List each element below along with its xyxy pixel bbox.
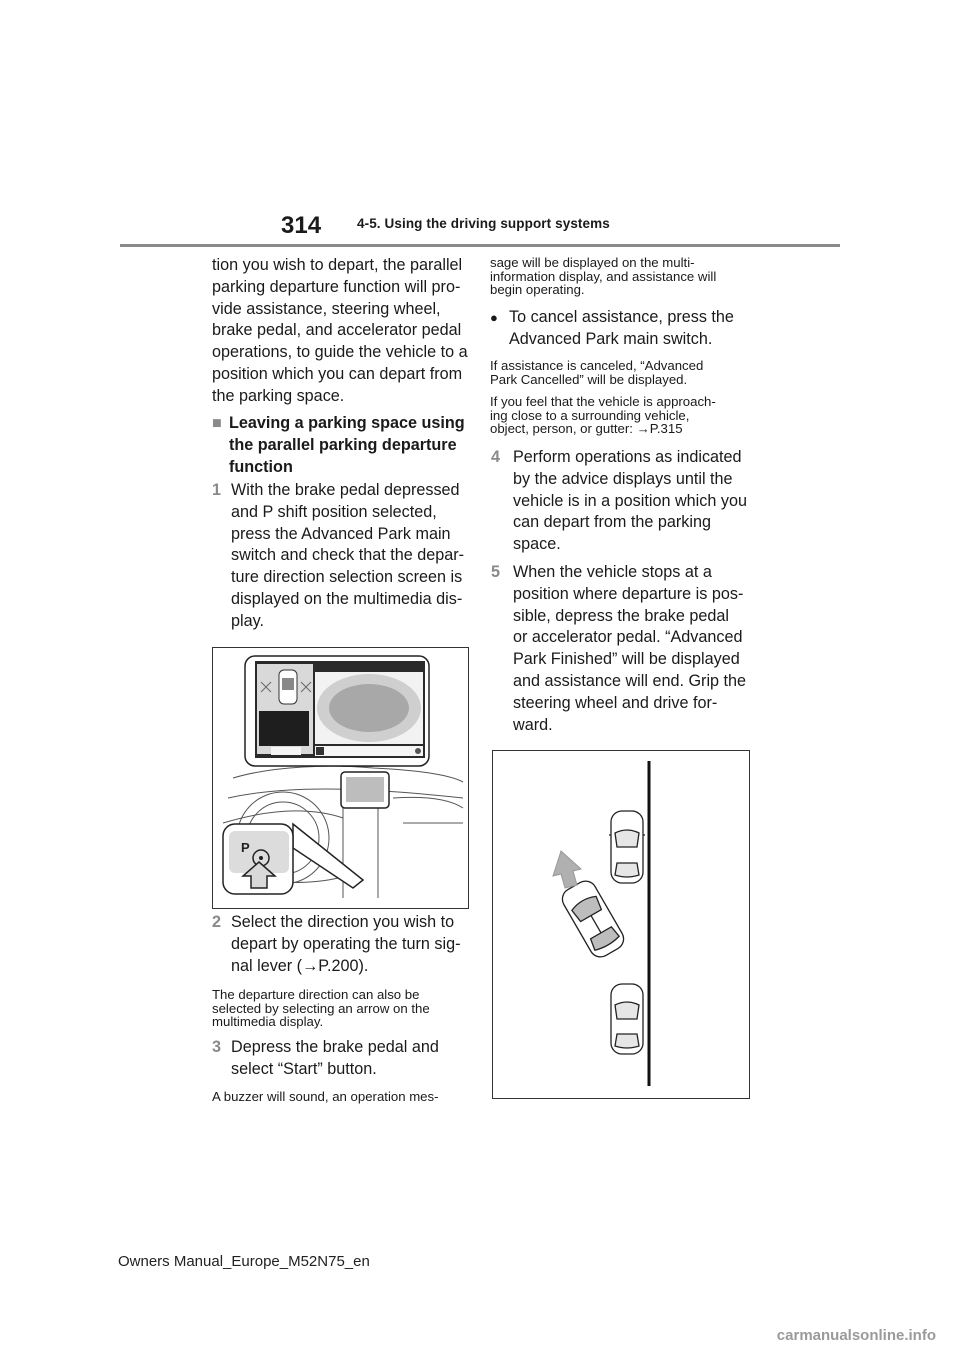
text-line: sage will be displayed on the multi- [490,255,695,270]
text-line: by the advice displays until the [513,469,733,488]
bullet-marker: ● [490,310,498,325]
text-line: operations, to guide the vehicle to a [212,343,468,362]
manual-id-footer: Owners Manual_Europe_M52N75_en [118,1253,370,1270]
step-3: 3 Depress the brake pedal and select “St… [212,1037,482,1081]
text-line: position where departure is pos- [513,584,744,603]
page-number: 314 [281,212,322,239]
watermark: carmanualsonline.info [776,1327,936,1344]
text-line: The departure direction can also be [212,987,420,1002]
section-title: 4-5. Using the driving support systems [357,216,610,231]
departing-car [561,880,625,958]
text-line: sible, depress the brake pedal [513,606,729,625]
step-5: 5 When the vehicle stops at a position w… [491,562,761,736]
text-line: Advanced Park main switch. [509,329,713,348]
text-line: switch and check that the depar- [231,546,465,565]
parked-car-front [609,810,645,884]
departure-illustration [552,761,651,1086]
subheading-marker: ■ [212,414,222,432]
text-line: space. [513,535,561,554]
dashboard-figure: P [212,647,469,909]
text-line: tion you wish to depart, the parallel [212,256,463,274]
subheading: ■ Leaving a parking space using the para… [212,413,482,478]
text-line: press the Advanced Park main [231,524,451,543]
text-line: displayed on the multimedia dis- [231,589,463,608]
text-line: steering wheel and drive for- [513,693,718,712]
text-line: multimedia display. [212,1014,324,1030]
intro-paragraph: tion you wish to depart, the parallel pa… [212,255,474,408]
switch-p-label: P [241,840,250,855]
text-line: If you feel that the vehicle is approach… [490,394,716,409]
text-line: and P shift position selected, [231,502,437,521]
text-line: and assistance will end. Grip the [513,671,747,690]
text-line: vide assistance, steering wheel, [212,299,441,318]
text-line: Leaving a parking space using [229,414,465,432]
step-number: 1 [212,481,222,499]
step-2: 2 Select the direction you wish to depar… [212,912,482,977]
parked-car-rear [610,983,644,1055]
note-buzzer-continued: sage will be displayed on the multi- inf… [490,256,760,297]
text-line: With the brake pedal depressed [231,481,460,499]
note-departure-direction: The departure direction can also be sele… [212,988,482,1029]
text-line: selected by selecting an arrow on the [212,1000,430,1016]
text-line: ward. [513,715,553,734]
text-line: the parallel parking departure [229,435,457,454]
text-line: the parking space. [212,386,345,405]
step-number: 2 [212,913,222,931]
text-line: When the vehicle stops at a [513,563,712,581]
text-line: begin operating. [490,282,585,298]
text-line: A buzzer will sound, an operation mes- [212,1089,439,1104]
page-reference[interactable]: object, person, or gutter: →P.315 [490,421,683,437]
note-cancelled: If assistance is canceled, “Advanced Par… [490,359,760,386]
text-line: function [229,457,293,476]
step-number: 3 [212,1038,222,1056]
text-line: or accelerator pedal. “Advanced [513,628,743,647]
text-line: play. [231,611,264,630]
page-reference[interactable]: nal lever (→P.200). [231,956,369,975]
text-line: ing close to a surrounding vehicle, [490,407,690,423]
step-number: 5 [491,563,501,581]
text-line: parking departure function will pro- [212,277,461,296]
step-1: 1 With the brake pedal depressed and P s… [212,480,482,633]
note-buzzer: A buzzer will sound, an operation mes- [212,1090,482,1104]
step-4: 4 Perform operations as indicated by the… [491,447,761,556]
text-line: Park Cancelled” will be displayed. [490,371,688,387]
text-line: Depress the brake pedal and [231,1038,439,1056]
text-line: vehicle is in a position which you [513,491,747,510]
text-line: ture direction selection screen is [231,568,463,587]
bullet-cancel: ● To cancel assistance, press the Advanc… [490,307,760,351]
header-rule [120,244,840,247]
text-line: can depart from the parking [513,513,711,532]
text-line: position which you can depart from [212,364,463,383]
dashboard-illustration: P [222,655,464,898]
text-line: Select the direction you wish to [231,913,455,931]
departure-figure [492,750,750,1099]
text-line: To cancel assistance, press the [509,308,734,326]
text-line: brake pedal, and accelerator pedal [212,321,462,340]
text-line: Park Finished” will be displayed [513,650,740,669]
direction-arrow-icon [552,850,583,889]
note-approaching: If you feel that the vehicle is approach… [490,395,760,436]
text-line: select “Start” button. [231,1059,377,1078]
text-line: depart by operating the turn sig- [231,934,461,953]
text-line: information display, and assistance will [490,268,717,284]
text-line: Perform operations as indicated [513,448,742,466]
text-line: If assistance is canceled, “Advanced [490,358,704,373]
step-number: 4 [491,448,501,466]
